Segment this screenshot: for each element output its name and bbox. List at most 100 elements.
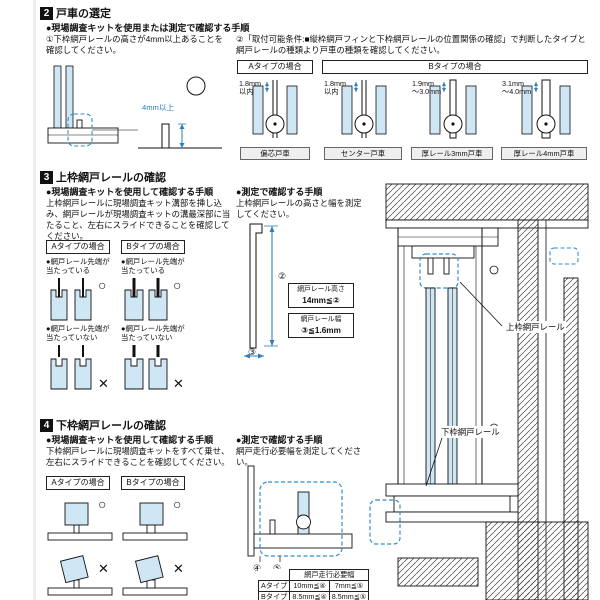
s4-type-b-box: Bタイプの場合: [121, 476, 185, 490]
page-edge-shadow: [33, 0, 36, 600]
section2-title: 戸車の選定: [56, 8, 111, 20]
roller-name-label: 厚レール3mm戸車: [411, 147, 493, 160]
s3-a-not-touching-label: ●網戸レール先端が 当たっていない: [46, 324, 110, 343]
sill-cross-section-drawing: [47, 65, 222, 149]
rail-kit-contact-drawing: [50, 278, 92, 321]
circled-2-number: ②: [278, 271, 287, 281]
kit-tilted-drawing: [47, 555, 113, 596]
s3-a-ng-diagram: ✕: [46, 343, 112, 395]
measuring-tool-drawing: [244, 223, 278, 359]
ng-mark-icon: ✕: [173, 376, 184, 391]
s4-a-ng-diagram: ✕: [46, 546, 116, 598]
section4-number-badge: 4: [40, 418, 53, 432]
table-empty-cell: [259, 570, 290, 581]
section4-kit-text: 下枠網戸レールに現場調査キットをすべて乗せ、左右にスライドできることを確認してく…: [46, 446, 230, 467]
roller-panel-thick4: 3.1mm 〜4.0mm: [500, 78, 588, 144]
ng-mark-icon: ✕: [98, 376, 109, 391]
section3-number-badge: 3: [40, 170, 53, 184]
s3-a-touching-label: ●網戸レール先端が 当たっている: [46, 257, 110, 276]
s3-a-ok-diagram: ○: [46, 276, 112, 322]
kit-on-rail-drawing: [47, 502, 113, 541]
roller-dim-label: 1.8mm 以内: [324, 79, 346, 97]
s4-measure-heading: ●測定で確認する手順: [236, 435, 323, 445]
table-value-cell: 10mm≦④: [289, 580, 330, 592]
sill-rail-height-diagram: 4mm以上: [46, 64, 230, 166]
rail-kit-contact-drawing: [124, 278, 168, 321]
s3-type-b-box: Bタイプの場合: [121, 240, 185, 254]
table-type-cell: Aタイプ: [257, 580, 291, 592]
roller-drawing-eccentric: [252, 80, 298, 138]
section3-header: 3 上枠網戸レールの確認: [40, 169, 166, 185]
section4-header: 4 下枠網戸レールの確認: [40, 417, 166, 433]
roller-drawing-center: [341, 80, 387, 138]
section3-kit-text: 上枠網戸レールに現場調査キット溝部を挿し込み、網戸レールが現場調査キットの溝最深…: [46, 198, 231, 241]
s4-b-ng-diagram: ✕: [121, 546, 191, 598]
s2-type-b-box: Bタイプの場合: [322, 60, 588, 74]
s3-measure-heading: ●測定で確認する手順: [236, 187, 323, 197]
roller-name-label: 厚レール4mm戸車: [501, 147, 587, 160]
rail-width-infobox: 網戸レール幅 ③≦1.6mm: [288, 313, 354, 338]
section2-step2: ②「取付可能条件:■縦枠網戸フィンと下枠網戸レールの位置関係の確認」で判断したタ…: [236, 34, 586, 55]
roller-panel-thick3: 1.9mm 〜3.0mm: [410, 78, 494, 144]
s4-type-a-box: Aタイプの場合: [46, 476, 110, 490]
rail-height-label: 網戸レール高さ: [297, 286, 345, 293]
section4-title: 下枠網戸レールの確認: [56, 420, 166, 432]
ok-mark-icon: ○: [98, 496, 107, 512]
table-header-row: 網戸走行必要幅: [259, 569, 370, 581]
s2-type-a-box: Aタイプの場合: [237, 60, 313, 74]
ng-mark-icon: ✕: [98, 561, 109, 576]
section2-kit-heading: ●現場調査キットを使用または測定で確認する手順: [46, 23, 250, 33]
section3-title: 上枠網戸レールの確認: [56, 172, 166, 184]
run-width-table: 網戸走行必要幅 Aタイプ 10mm≦④ 7mm≦⑤ Bタイプ 8.5mm≦④ 8…: [257, 569, 370, 600]
upper-rail-measure-diagram: [240, 218, 294, 360]
window-vertical-section: 上枠網戸レール 下枠網戸レール: [368, 178, 596, 600]
roller-dim-label: 1.8mm 以内: [239, 79, 261, 97]
s3-measure-text: 上枠網戸レールの高さと幅を測定してください。: [236, 198, 362, 219]
s4-b-ok-diagram: ○: [121, 493, 191, 543]
table-value-cell: 8.5mm≦⑤: [328, 591, 370, 600]
s3-b-ng-diagram: ✕: [121, 343, 187, 395]
table-row: Bタイプ 8.5mm≦④ 8.5mm≦⑤: [257, 591, 370, 600]
upper-rail-callout-label: 上枠網戸レール: [505, 321, 566, 333]
table-value-cell: 7mm≦⑤: [328, 580, 370, 592]
circled-3-number: ③: [248, 347, 257, 357]
rail-height-value: 14mm≦②: [302, 296, 340, 305]
section2-step1: ①下枠網戸レールの高さが4mm以上あることを 確認してください。: [46, 34, 223, 55]
rail-kit-gap-drawing: [124, 345, 168, 390]
table-value-cell: 8.5mm≦④: [289, 591, 330, 600]
roller-name-label: センター戸車: [324, 147, 402, 160]
sill-run-width-drawing: [247, 465, 353, 562]
section2-number-badge: 2: [40, 6, 53, 20]
roller-dim-label: 3.1mm 〜4.0mm: [502, 79, 532, 97]
rail-width-label: 網戸レール幅: [300, 316, 342, 323]
table-row: Aタイプ 10mm≦④ 7mm≦⑤: [257, 580, 370, 592]
table-title-cell: 網戸走行必要幅: [289, 569, 370, 581]
rail-width-value: ③≦1.6mm: [301, 326, 341, 335]
section4-kit-heading: ●現場調査キットを使用して確認する手順: [46, 435, 214, 445]
roller-panel-center: 1.8mm 以内: [322, 78, 404, 144]
lower-rail-measure-diagram: [240, 462, 366, 562]
rail-height-infobox: 網戸レール高さ 14mm≦②: [288, 283, 354, 308]
kit-on-rail-drawing: [122, 502, 188, 541]
s3-b-touching-label: ●網戸レール先端が 当たっている: [121, 257, 185, 276]
ok-mark-icon: ○: [173, 277, 182, 293]
roller-drawing-thick4: [521, 79, 571, 139]
ok-mark-icon: ○: [98, 277, 107, 293]
lower-rail-callout-label: 下枠網戸レール: [440, 426, 501, 438]
kit-tilted-drawing: [122, 555, 188, 596]
section3-kit-heading: ●現場調査キットを使用して確認する手順: [46, 187, 214, 197]
circled-4-number: ④: [253, 563, 262, 573]
roller-drawing-thick3: [429, 79, 477, 139]
circled-5-number: ⑤: [273, 563, 282, 573]
window-section-drawing: [369, 183, 589, 600]
s4-a-ok-diagram: ○: [46, 493, 116, 543]
roller-panel-eccentric: 1.8mm 以内: [237, 78, 313, 144]
s3-type-a-box: Aタイプの場合: [46, 240, 110, 254]
table-type-cell: Bタイプ: [257, 591, 291, 600]
s3-b-ok-diagram: ○: [121, 276, 187, 322]
roller-dim-label: 1.9mm 〜3.0mm: [412, 79, 442, 97]
roller-name-label: 偏芯戸車: [240, 147, 310, 160]
sill-rail-dim-note: 4mm以上: [142, 103, 175, 112]
s4-measure-text: 網戸走行必要幅を測定してください。: [236, 446, 362, 467]
s3-b-not-touching-label: ●網戸レール先端が 当たっていない: [121, 324, 185, 343]
